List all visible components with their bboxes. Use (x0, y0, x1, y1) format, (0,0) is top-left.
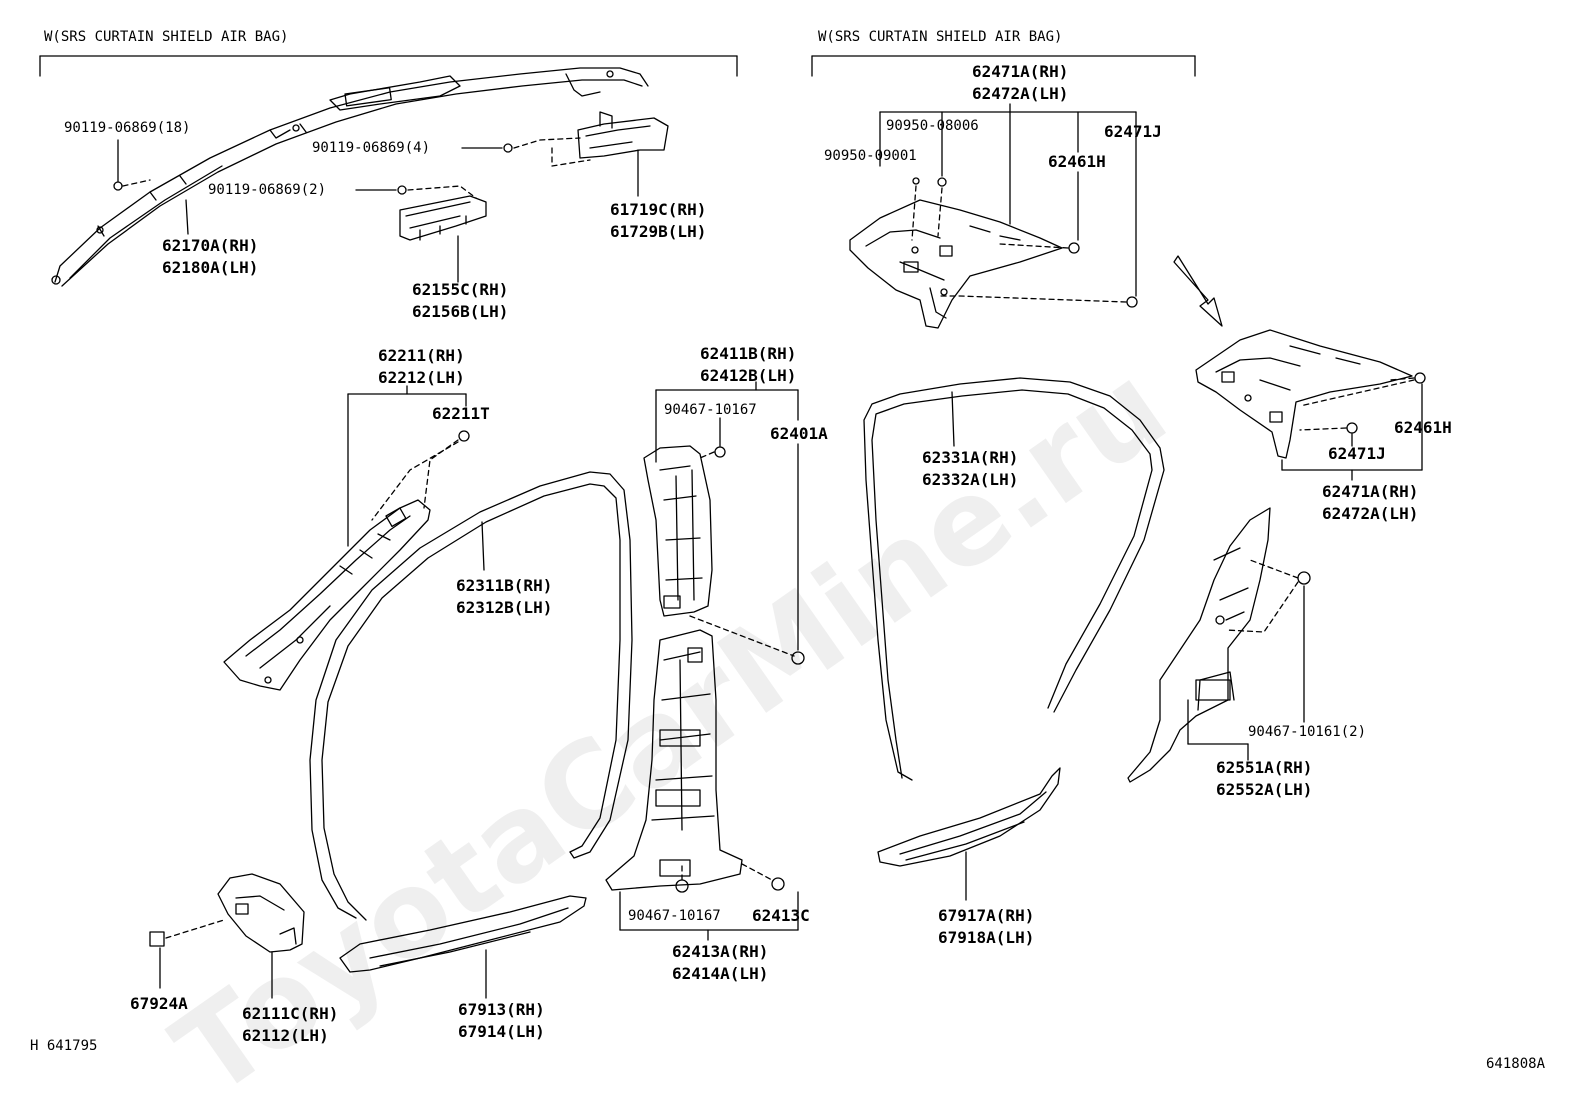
part-label-62551a-rh: 62551A(RH) (1216, 758, 1313, 777)
part-label-90119-06869-2: 90119-06869(2) (208, 182, 327, 198)
part-label-67914-lh: 67914(LH) (458, 1022, 545, 1041)
part-label-62413c: 62413C (752, 906, 810, 925)
bolt-90119-4 (461, 137, 591, 167)
part-label-67924a: 67924A (130, 994, 188, 1013)
view-arrow (1173, 255, 1223, 327)
part-label-62471a-rh-right: 62471A(RH) (1322, 482, 1419, 501)
part-label-62414a-lh: 62414A(LH) (672, 964, 769, 983)
b-pillar-lower-leaders (619, 891, 799, 941)
part-label-61729b-lh: 61729B(LH) (610, 222, 707, 241)
part-label-62471j-top: 62471J (1104, 122, 1162, 141)
part-label-62472a-lh-right: 62472A(LH) (1322, 504, 1419, 523)
quarter-trim-right-leaders (1281, 372, 1426, 481)
part-label-62461h-right: 62461H (1394, 418, 1452, 437)
part-label-62413a-rh: 62413A(RH) (672, 942, 769, 961)
clip-67924a (149, 919, 225, 989)
part-label-90467-10167-top: 90467-10167 (664, 402, 757, 418)
part-label-90467-10167-bottom: 90467-10167 (628, 908, 721, 924)
part-label-67918a-lh: 67918A(LH) (938, 928, 1035, 947)
part-label-62411b-rh: 62411B(RH) (700, 344, 797, 363)
bracket-61719c (577, 111, 669, 197)
part-label-62331a-rh: 62331A(RH) (922, 448, 1019, 467)
part-label-90467-10161-2: 90467-10161(2) (1248, 724, 1367, 740)
part-label-62155c-rh: 62155C(RH) (412, 280, 509, 299)
b-pillar-upper (643, 445, 805, 665)
figure-code-left: H 641795 (30, 1038, 98, 1054)
bolt-90119-18 (113, 139, 151, 191)
part-label-62211-rh: 62211(RH) (378, 346, 465, 365)
c-pillar-lower (1127, 507, 1311, 783)
left-section-header: W(SRS CURTAIN SHIELD AIR BAG) (44, 29, 289, 45)
part-label-90119-06869-4: 90119-06869(4) (312, 140, 431, 156)
part-label-62471j-right: 62471J (1328, 444, 1386, 463)
part-label-90950-09001: 90950-09001 (824, 148, 917, 164)
part-label-62332a-lh: 62332A(LH) (922, 470, 1019, 489)
a-pillar-trim (223, 499, 431, 691)
curtain-airbag (51, 67, 649, 287)
left-section-bracket (39, 55, 738, 77)
quarter-trim-upper (849, 199, 1063, 329)
part-label-62112-lh: 62112(LH) (242, 1026, 329, 1045)
part-label-62401a: 62401A (770, 424, 828, 443)
right-section-header: W(SRS CURTAIN SHIELD AIR BAG) (818, 29, 1063, 45)
part-label-90119-06869-18: 90119-06869(18) (64, 120, 191, 136)
part-label-62552a-lh: 62552A(LH) (1216, 780, 1313, 799)
part-label-62312b-lh: 62312B(LH) (456, 598, 553, 617)
rear-scuff-plate (877, 767, 1061, 901)
part-label-62170a-rh: 62170A(RH) (162, 236, 259, 255)
bolt-90119-2 (355, 185, 477, 199)
part-label-62471a-rh-top: 62471A(RH) (972, 62, 1069, 81)
part-label-62180a-lh: 62180A(LH) (162, 258, 259, 277)
b-pillar-lower (605, 629, 785, 893)
part-label-62412b-lh: 62412B(LH) (700, 366, 797, 385)
part-label-62461h-top: 62461H (1048, 152, 1106, 171)
part-label-67917a-rh: 67917A(RH) (938, 906, 1035, 925)
part-label-61719c-rh: 61719C(RH) (610, 200, 707, 219)
figure-code-right: 641808A (1486, 1056, 1546, 1072)
b-pillar-upper-leaders (655, 381, 799, 651)
right-section-bracket (811, 55, 1196, 77)
part-label-62156b-lh: 62156B(LH) (412, 302, 509, 321)
a-pillar-leaders (347, 385, 470, 547)
cowl-side-trim (217, 873, 305, 999)
part-label-62311b-rh: 62311B(RH) (456, 576, 553, 595)
quarter-trim-upper-leaders (879, 103, 1138, 308)
part-label-62211t: 62211T (432, 404, 490, 423)
part-label-62212-lh: 62212(LH) (378, 368, 465, 387)
part-label-62111c-rh: 62111C(RH) (242, 1004, 339, 1023)
part-label-90950-08006: 90950-08006 (886, 118, 979, 134)
part-label-62472a-lh-top: 62472A(LH) (972, 84, 1069, 103)
part-label-67913-rh: 67913(RH) (458, 1000, 545, 1019)
front-scuff-plate (339, 895, 587, 999)
bracket-62155c (399, 195, 487, 283)
rear-weatherstrip (863, 377, 1165, 781)
quarter-trim-right (1195, 329, 1413, 459)
front-weatherstrip (309, 471, 633, 921)
